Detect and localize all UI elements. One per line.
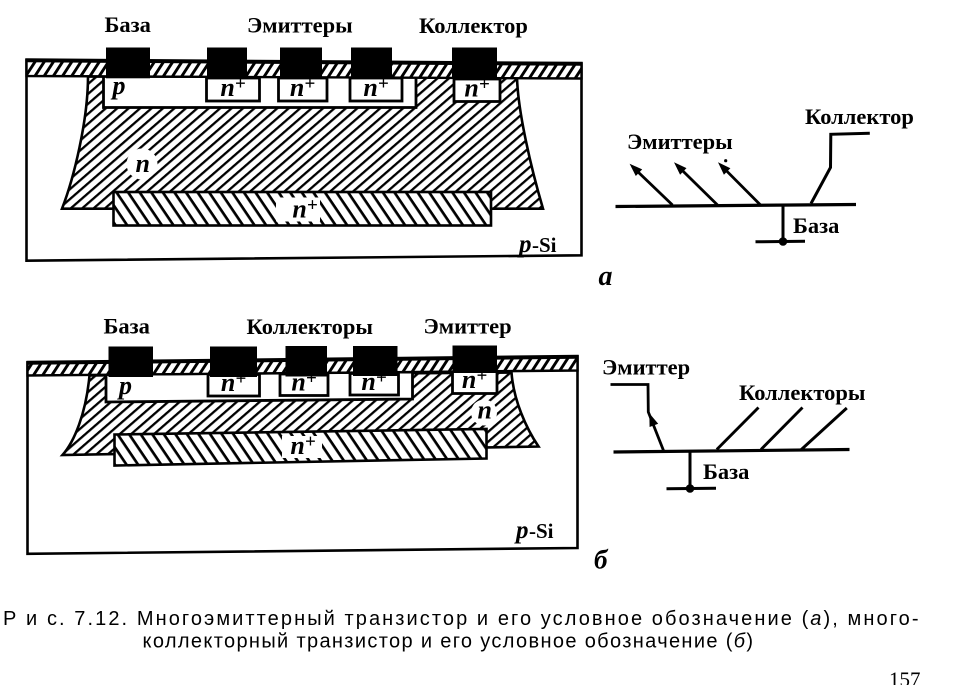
svg-text:p: p (514, 517, 529, 544)
svg-text:p: p (117, 371, 132, 400)
svg-text:n+: n+ (363, 73, 388, 102)
svg-text:-Si: -Si (529, 519, 554, 543)
svg-text:n: n (136, 149, 150, 178)
svg-text:коллекторный транзистор и его: коллекторный транзистор и его условное о… (143, 631, 755, 653)
svg-text:Коллекторы: Коллекторы (739, 380, 865, 405)
svg-text:Эмиттер: Эмиттер (424, 314, 512, 339)
svg-text:База: База (104, 314, 150, 339)
svg-text:а: а (599, 261, 613, 292)
svg-text:Коллектор: Коллектор (419, 13, 528, 38)
svg-text:p: p (517, 231, 532, 258)
svg-text:Эмиттеры: Эмиттеры (627, 129, 733, 154)
svg-text:База: База (793, 213, 839, 238)
svg-text:Коллектор: Коллектор (805, 104, 914, 129)
svg-text:157: 157 (889, 668, 921, 686)
svg-text:n: n (478, 396, 492, 425)
svg-text:Эмиттеры: Эмиттеры (247, 13, 353, 38)
svg-text:База: База (703, 459, 749, 484)
svg-text:n+: n+ (292, 195, 317, 224)
svg-text:Коллекторы: Коллекторы (247, 314, 373, 339)
svg-text:p: p (111, 71, 126, 100)
svg-text:База: База (105, 12, 151, 37)
svg-text:-Si: -Si (532, 233, 557, 257)
svg-text:б: б (594, 545, 609, 575)
svg-text:Р и с. 7.12. Многоэмиттерный т: Р и с. 7.12. Многоэмиттерный транзистор … (3, 608, 920, 630)
svg-text:Эмиттер: Эмиттер (602, 355, 690, 380)
